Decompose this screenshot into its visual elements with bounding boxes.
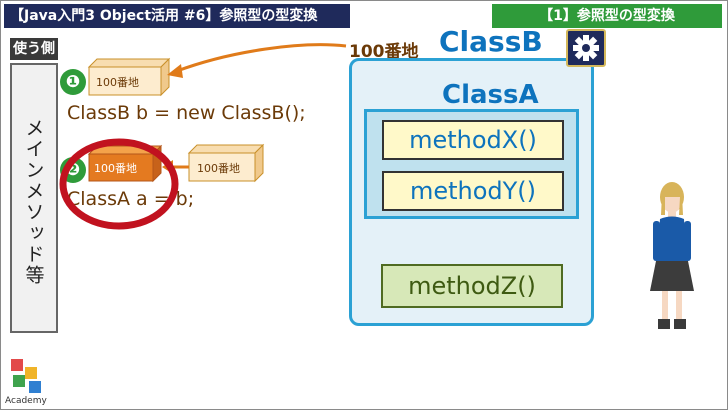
heap-address: 100番地 <box>349 42 419 62</box>
method-y: methodY() <box>382 171 564 211</box>
step-2-code: ClassA a = b; <box>67 188 195 210</box>
presenter-character <box>650 182 694 329</box>
gear-icon <box>573 35 599 61</box>
reference-box-step2 <box>87 144 163 183</box>
method-z: methodZ() <box>381 264 563 308</box>
classa-label: ClassA <box>442 80 539 110</box>
reference-box-step1 <box>87 57 171 97</box>
step-1-badge: ❶ <box>60 69 86 95</box>
caller-panel-label: メインメソッド等 <box>22 118 45 286</box>
step-2-box-label: 100番地 <box>94 162 137 175</box>
settings-button[interactable] <box>566 29 606 67</box>
step-1-box-label: 100番地 <box>96 76 139 89</box>
method-x: methodX() <box>382 120 564 160</box>
copy-box-label: 100番地 <box>197 162 240 175</box>
bcop-logo <box>11 359 41 393</box>
section-badge: 【1】参照型の型変換 <box>492 4 722 28</box>
reference-box-copy <box>187 143 265 183</box>
highlight-ring <box>59 138 179 230</box>
classb-label: ClassB <box>439 25 543 58</box>
caller-tag: 使う側 <box>10 38 58 60</box>
reference-arrow-1 <box>176 43 347 73</box>
reference-arrow-1-head <box>167 64 183 78</box>
logo-text: Academy <box>5 396 47 406</box>
page-title: 【Java入門3 Object活用 #6】参照型の型変換 <box>4 4 350 28</box>
caller-panel: メインメソッド等 <box>10 63 58 333</box>
step-1-code: ClassB b = new ClassB(); <box>67 102 306 124</box>
